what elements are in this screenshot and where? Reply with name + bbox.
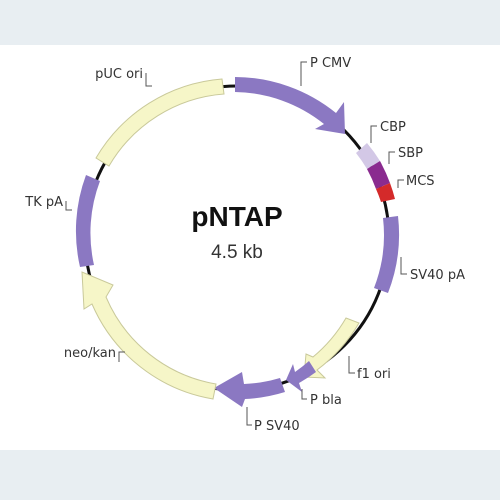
cbp-segment [356, 143, 380, 169]
plasmid-name: pNTAP [191, 201, 282, 232]
label-mcs: MCS [406, 174, 435, 189]
puc-ori-segment [95, 78, 225, 167]
label-sv40-pa: SV40 pA [410, 268, 465, 283]
label-cbp: CBP [380, 120, 406, 135]
plasmid-size: 4.5 kb [211, 242, 263, 263]
p-cmv-arrow [235, 77, 345, 134]
label-p-bla: P bla [310, 393, 342, 408]
sv40-pa-segment [374, 216, 400, 293]
tk-pa-segment [75, 175, 100, 267]
label-p-sv40: P SV40 [254, 419, 300, 434]
label-sbp: SBP [398, 146, 423, 161]
sbp-segment [367, 161, 390, 189]
label-leaders [65, 61, 407, 426]
p-bla-arrow [286, 361, 316, 392]
p-sv40-arrow [214, 372, 285, 407]
label-f1-ori: f1 ori [357, 367, 391, 382]
neo-kan-arrow [81, 271, 217, 400]
mcs-segment [376, 183, 395, 202]
label-p-cmv: P CMV [310, 56, 351, 71]
label-neo-kan: neo/kan [64, 346, 116, 361]
label-tk-pa: TK pA [24, 195, 63, 210]
label-puc-ori: pUC ori [95, 67, 143, 82]
